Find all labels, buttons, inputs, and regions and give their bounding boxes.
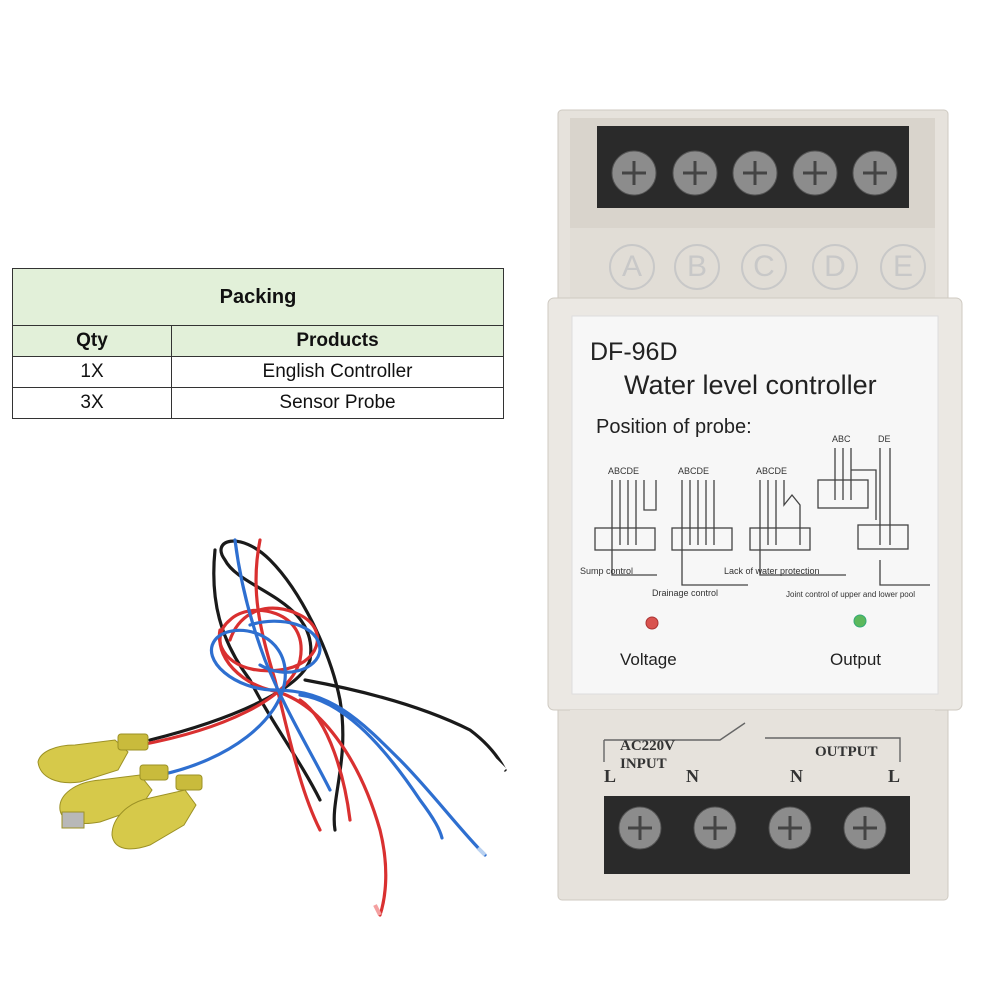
- terminal-letter-b: B: [686, 250, 707, 283]
- terminal-label-l2: L: [888, 766, 901, 786]
- terminal-label-n1: N: [686, 766, 699, 786]
- product-subtitle: Water level controller: [624, 370, 877, 400]
- bottom-terminal-screws: [618, 806, 887, 850]
- probe-1: [37, 733, 149, 784]
- joint-control-label: Joint control of upper and lower pool: [786, 590, 915, 599]
- packing-header-row: Qty Products: [13, 326, 503, 357]
- column-header-products: Products: [296, 330, 379, 351]
- packing-table: Packing Qty Products 1X English Controll…: [12, 268, 504, 419]
- diagram-letters-de: DE: [878, 434, 891, 444]
- diagram-letters-1: ABCDE: [608, 466, 640, 476]
- output-label: Output: [830, 650, 882, 669]
- column-header-qty: Qty: [13, 326, 172, 356]
- voltage-led: [645, 616, 659, 630]
- drainage-control-label: Drainage control: [652, 588, 719, 598]
- probe-3: [111, 774, 203, 850]
- diagram-letters-3: ABCDE: [756, 466, 788, 476]
- top-terminal-screws: [611, 150, 898, 196]
- sump-control-label: Sump control: [580, 566, 634, 576]
- cell-product: Sensor Probe: [279, 392, 396, 413]
- output-led: [853, 614, 867, 628]
- table-row: 1X English Controller: [13, 357, 503, 388]
- table-row: 3X Sensor Probe: [13, 388, 503, 418]
- terminal-letter-c: C: [753, 250, 775, 283]
- terminal-letter-e: E: [892, 250, 913, 283]
- terminal-letter-d: D: [824, 250, 846, 283]
- output-terminal-label: OUTPUT: [815, 744, 878, 760]
- voltage-label: Voltage: [620, 650, 677, 669]
- diagram-letters-2: ABCDE: [678, 466, 710, 476]
- model-number: DF-96D: [590, 338, 678, 366]
- probe-position-heading: Position of probe:: [596, 416, 752, 438]
- terminal-letter-a: A: [621, 250, 642, 283]
- cell-qty: 3X: [13, 388, 172, 418]
- terminal-label-n2: N: [790, 766, 803, 786]
- packing-title: Packing: [13, 269, 503, 326]
- diagram-letters-abc: ABC: [832, 434, 851, 444]
- cell-qty: 1X: [13, 357, 172, 387]
- terminal-label-l1: L: [604, 766, 617, 786]
- input-label-input: INPUT: [620, 756, 667, 772]
- input-label-voltage: AC220V: [620, 738, 675, 754]
- cell-product: English Controller: [262, 361, 413, 382]
- lack-of-water-label: Lack of water protection: [724, 566, 820, 576]
